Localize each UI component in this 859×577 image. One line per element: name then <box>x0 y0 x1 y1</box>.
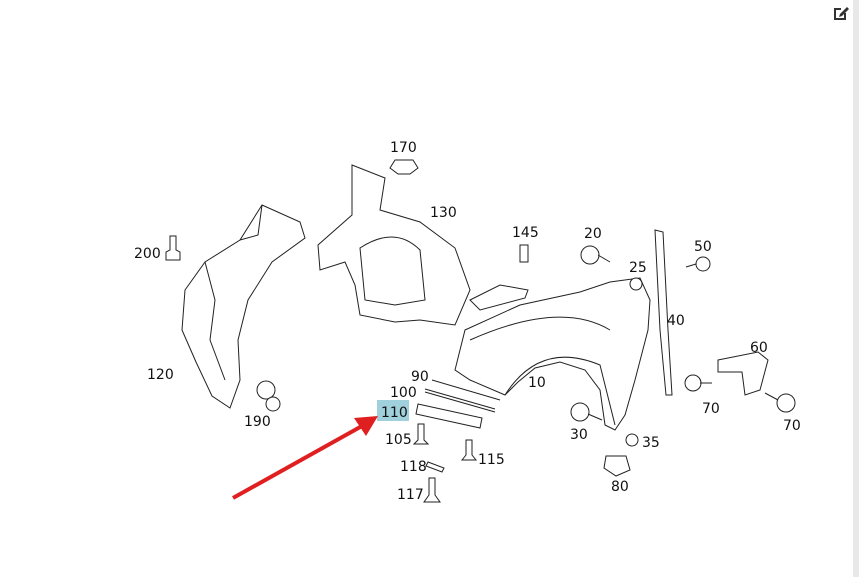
label-50[interactable]: 50 <box>694 239 712 255</box>
label-115[interactable]: 115 <box>478 452 505 468</box>
part-10-fender <box>454 277 651 431</box>
label-120[interactable]: 120 <box>147 367 174 383</box>
label-90[interactable]: 90 <box>411 369 429 385</box>
label-130[interactable]: 130 <box>430 205 457 221</box>
label-100[interactable]: 100 <box>390 385 417 401</box>
side-panel-edge <box>853 0 859 577</box>
label-80[interactable]: 80 <box>611 479 629 495</box>
label-118[interactable]: 118 <box>400 459 427 475</box>
part-40-strip <box>654 229 673 396</box>
part-130-wheel-liner <box>317 164 529 326</box>
label-60[interactable]: 60 <box>750 340 768 356</box>
highlight-110 <box>377 400 409 421</box>
label-25[interactable]: 25 <box>629 260 647 276</box>
part-60-bracket <box>717 351 769 396</box>
label-190[interactable]: 190 <box>244 414 271 430</box>
label-35[interactable]: 35 <box>642 435 660 451</box>
label-70[interactable]: 70 <box>783 418 801 434</box>
label-200[interactable]: 200 <box>134 246 161 262</box>
label-105[interactable]: 105 <box>385 432 412 448</box>
label-20[interactable]: 20 <box>584 226 602 242</box>
label-170[interactable]: 170 <box>390 140 417 156</box>
label-117[interactable]: 117 <box>397 487 424 503</box>
label-10[interactable]: 10 <box>528 375 546 391</box>
edit-icon[interactable] <box>832 4 850 22</box>
part-120-inner-liner <box>181 204 306 409</box>
label-30[interactable]: 30 <box>570 427 588 443</box>
fasteners <box>165 159 796 503</box>
label-110[interactable]: 110 <box>381 405 408 421</box>
label-70[interactable]: 70 <box>702 401 720 417</box>
part-90-100-110-trims <box>415 379 501 429</box>
label-40[interactable]: 40 <box>667 313 685 329</box>
red-arrow <box>232 416 378 500</box>
label-145[interactable]: 145 <box>512 225 539 241</box>
